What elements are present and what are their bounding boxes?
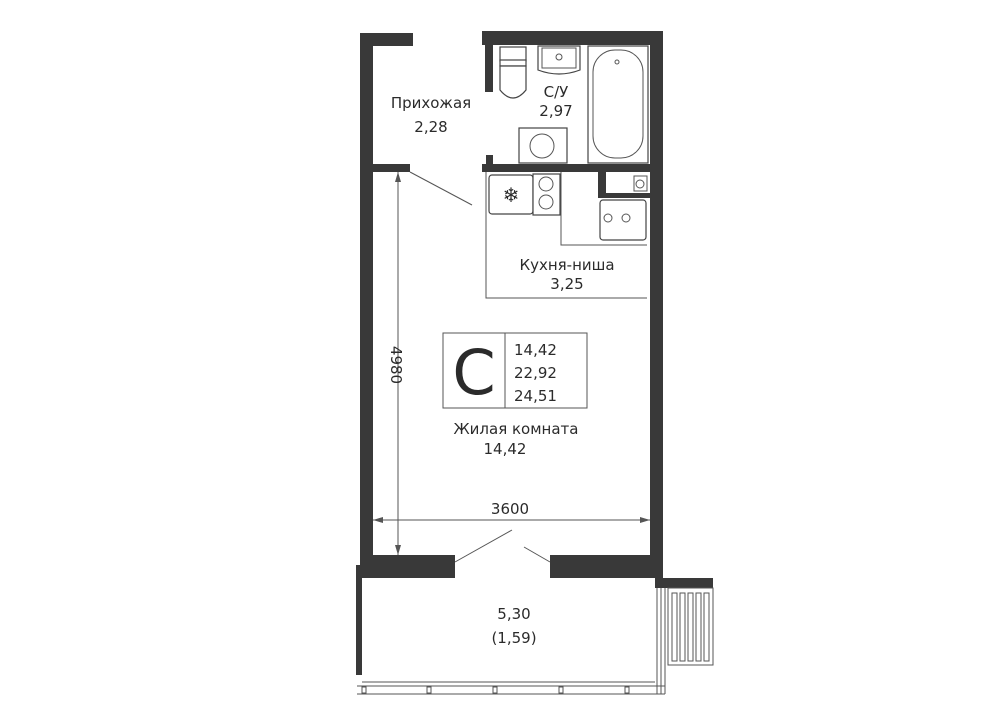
radiator-icon [667, 587, 714, 666]
bathtub-icon [587, 45, 649, 164]
bathroom-area: 2,97 [539, 102, 572, 120]
balcony-reduced-area: (1,59) [491, 629, 536, 647]
hallway-name: Прихожая [391, 94, 471, 112]
balcony-area: 5,30 [497, 605, 530, 623]
snowflake-icon: ❄ [503, 183, 520, 207]
living-room-area: 14,42 [484, 440, 527, 458]
kitchen-name: Кухня-ниша [519, 256, 614, 274]
total-area-value: 22,92 [514, 364, 557, 382]
kitchen-counter [485, 172, 648, 299]
balcony-railing [357, 588, 666, 695]
kitchen-area: 3,25 [550, 275, 583, 293]
living-room-name: Жилая комната [454, 420, 579, 438]
hallway-area: 2,28 [414, 118, 447, 136]
sink-icon [537, 45, 581, 75]
bathroom-name: С/У [544, 83, 569, 101]
summary-box [442, 332, 588, 409]
doors [409, 171, 551, 563]
dimension-lines [373, 172, 650, 555]
width-dimension: 3600 [491, 500, 529, 518]
living-area-value: 14,42 [514, 341, 557, 359]
toilet-icon [499, 46, 527, 99]
height-dimension: 4980 [387, 346, 405, 384]
walls [356, 31, 713, 675]
apartment-type-letter: С [452, 336, 495, 409]
total-with-balcony-value: 24,51 [514, 387, 557, 405]
washing-machine-icon [518, 127, 568, 164]
